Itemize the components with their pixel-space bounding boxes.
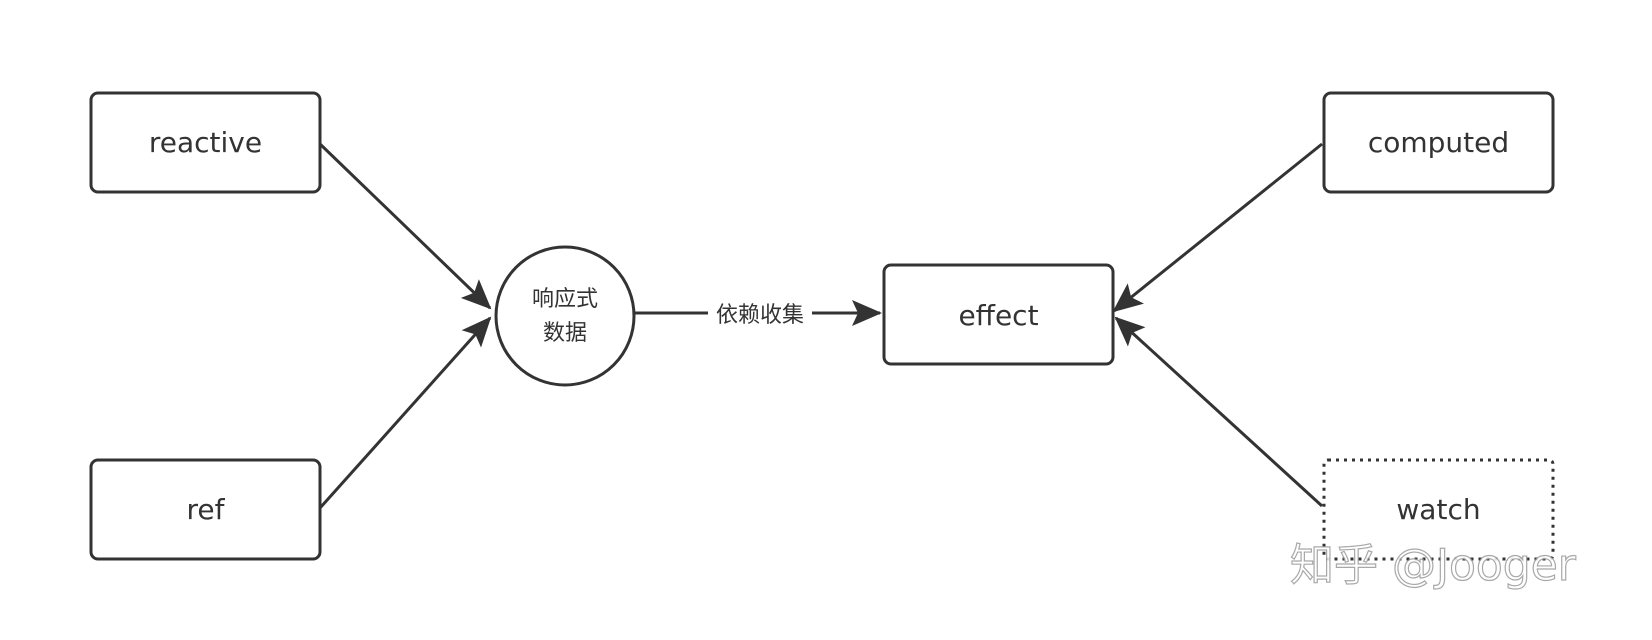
node-reactive-label: reactive xyxy=(149,126,262,159)
edge-computed-to-effect xyxy=(1112,142,1323,313)
edge-label-background xyxy=(708,298,812,330)
node-reactive-data-line1: 响应式 xyxy=(532,287,598,312)
node-computed-label: computed xyxy=(1368,126,1509,159)
node-watch: watch xyxy=(1322,458,1555,561)
node-effect-label: effect xyxy=(958,299,1038,332)
node-reactive-data-line2: 数据 xyxy=(543,321,587,346)
watermark: 知乎 @Jooger xyxy=(1290,540,1577,591)
node-watch-label: watch xyxy=(1396,493,1480,526)
node-reactive: reactive xyxy=(89,91,322,194)
node-effect: effect xyxy=(882,263,1115,366)
node-ref-label: ref xyxy=(187,493,226,526)
edge-label-dependency-collection: 依赖收集 xyxy=(716,303,804,328)
node-computed: computed xyxy=(1322,91,1555,194)
edge-ref-to-data xyxy=(318,316,492,510)
node-ref: ref xyxy=(89,458,322,561)
edges xyxy=(318,142,1324,510)
edge-watch-to-effect xyxy=(1114,316,1324,508)
node-reactive-data: 响应式 数据 xyxy=(494,245,636,387)
edge-reactive-to-data xyxy=(318,142,492,310)
